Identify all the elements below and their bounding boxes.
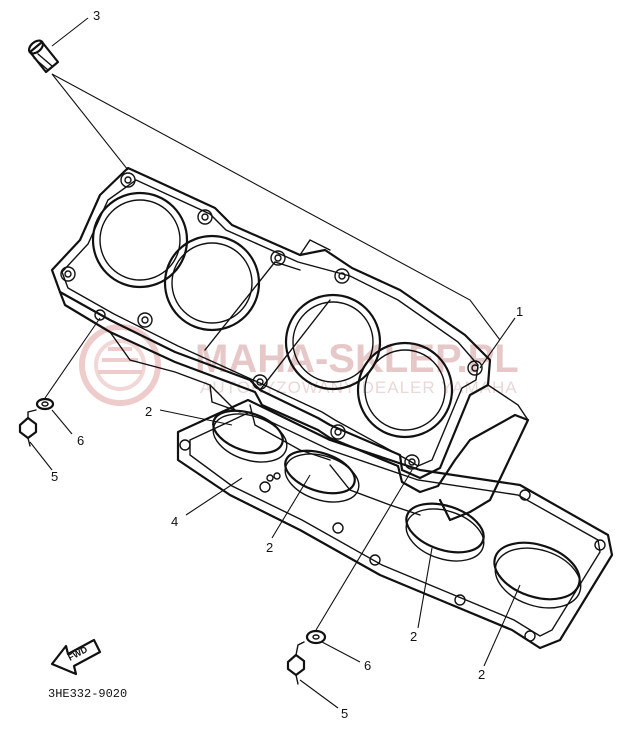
washer-upper: [35, 397, 55, 411]
part-code: 3HE332-9020: [48, 687, 127, 701]
callout-6-a: 6: [77, 433, 84, 448]
callout-2-c: 2: [410, 629, 417, 644]
cylinder-block: [50, 166, 530, 522]
callout-4: 4: [171, 514, 178, 529]
callout-2-d: 2: [478, 667, 485, 682]
callouts: 3 1 2 2 2 2 4 6 5 6 5: [51, 8, 523, 721]
washer-lower: [305, 629, 327, 645]
callout-2-a: 2: [145, 404, 152, 419]
o-ring-3: [405, 502, 485, 554]
callout-2-b: 2: [266, 540, 273, 555]
dowel-pin: [27, 39, 60, 74]
o-ring-2: [284, 449, 356, 495]
bore-1: [91, 191, 189, 289]
callout-6-b: 6: [364, 658, 371, 673]
callout-5-b: 5: [341, 706, 348, 721]
callout-5-a: 5: [51, 469, 58, 484]
fwd-arrow-icon: FWD: [50, 638, 102, 676]
deck-bolt-holes: [60, 172, 483, 470]
bore-4: [356, 341, 454, 439]
bore-3: [284, 293, 382, 391]
bolt-upper: [18, 409, 38, 447]
leader-lines: [29, 17, 521, 709]
o-rings: [212, 409, 581, 601]
o-ring-4: [493, 541, 581, 601]
base-gasket: [176, 398, 614, 650]
bore-2: [163, 234, 261, 332]
callout-1: 1: [516, 304, 523, 319]
callout-3: 3: [93, 8, 100, 23]
bolt-lower: [286, 641, 306, 685]
